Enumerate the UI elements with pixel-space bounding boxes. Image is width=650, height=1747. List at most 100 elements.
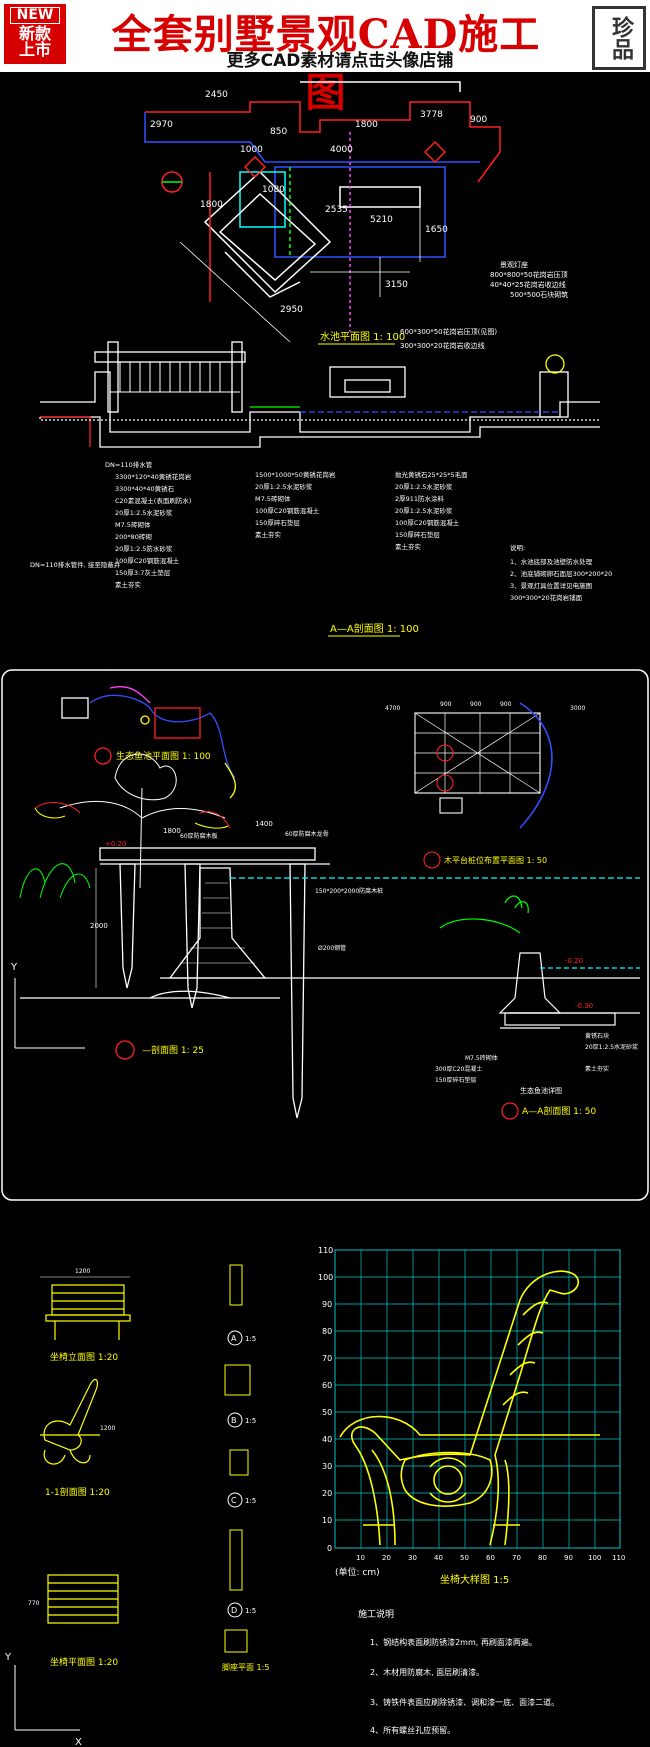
section-callouts: 600*300*50花岗岩压顶(见图) 300*300*20花岗岩收边线: [400, 327, 497, 350]
gy-6: 50: [322, 1408, 332, 1417]
dim-7: 2535: [325, 205, 348, 215]
badge-line-2: 上市: [18, 40, 51, 60]
detail-d: D: [231, 1606, 237, 1615]
gy-8: 30: [322, 1462, 332, 1471]
layer-a-1: 黄锈石块: [585, 1032, 609, 1040]
bench-note-1: 1、钢结构表面刷防锈漆2mm, 再刷面漆两遍。: [370, 1637, 537, 1647]
detail-b: B: [231, 1416, 237, 1425]
plan-note-4: 500*500石块砌筑: [510, 290, 568, 299]
dim-5: 1000: [240, 145, 263, 155]
dim-2: 2450: [205, 90, 228, 100]
gx-2: 20: [382, 1554, 391, 1562]
note-2: 2、池底铺砌卵石面层300*200*20: [510, 569, 612, 578]
notes-title: 说明:: [510, 543, 525, 552]
pp-dim-4: 900: [500, 701, 512, 708]
dim-10: 1650: [425, 225, 448, 235]
layer-r-4: 20厚1:2.5水泥砂浆: [395, 506, 453, 515]
layer-m-6: 素土夯实: [255, 530, 282, 539]
platform-section: 1800 1400 2000 60厚防腐木板 60厚防腐木龙骨 150*200*…: [20, 820, 640, 1119]
layer-l-8: 20厚1:2.5防水砂浆: [115, 544, 173, 553]
gy-2: 90: [322, 1300, 332, 1309]
bench-dim-1: 1200: [75, 1268, 90, 1275]
pipe-note: DN=110排水管件, 接至隐蔽井: [30, 560, 121, 569]
layer-l-9: 100厚C20钢筋混凝土: [115, 556, 180, 565]
grid-y-labels: 110 100 90 80 70 60 50 40 30 20 10 0: [318, 1246, 333, 1553]
dim-13: 1800: [200, 200, 223, 210]
gy-11: 0: [327, 1544, 332, 1553]
ucs-axes-icon-2: Y X: [4, 1652, 82, 1747]
gx-11: 110: [612, 1554, 625, 1562]
gy-9: 20: [322, 1489, 332, 1498]
dim-3: 850: [270, 127, 287, 137]
layers-mid: 1500*1000*50黄锈花岗岩 20厚1:2.5水泥砂浆 M7.5砖砌体 1…: [255, 470, 336, 539]
gy-4: 70: [322, 1354, 332, 1363]
section1-notes: 说明: 1、水池底部及池壁防水处理 2、池底铺砌卵石面层300*200*20 3…: [510, 543, 612, 602]
elev-1: +0.20: [105, 840, 126, 848]
section-label: A—A剖面图 1: 100: [330, 622, 419, 635]
bench-elevation: 1200 坐椅立面图 1:20: [40, 1268, 131, 1363]
pp-dim-1: 4700: [385, 705, 400, 712]
plan-notes: 景观灯座 800*800*50花岗岩压顶 40*40*25花岗岩收边线 500*…: [490, 260, 568, 299]
pp-dim-3: 900: [470, 701, 482, 708]
layer-a-4: 300厚C20混凝土: [435, 1065, 482, 1073]
pond-plan: 水池平面图 1: 100: [144, 81, 501, 345]
layer-l-5: 20厚1:2.5水泥砂浆: [115, 508, 173, 517]
detail-c: C: [231, 1496, 237, 1505]
layer-r-3: 2厚911防水涂料: [395, 494, 445, 503]
layer-m-5: 150厚碎石垫层: [255, 518, 300, 527]
layer-r-5: 100厚C20钢筋混凝土: [395, 518, 460, 527]
panel-frame: [1, 669, 649, 1201]
bench-note-2: 2、木材用防腐木, 面层刷清漆。: [370, 1667, 484, 1677]
gx-6: 60: [486, 1554, 495, 1562]
detail-b-scale: 1:5: [245, 1417, 256, 1425]
layer-l-10: 150厚3:7灰土垫层: [115, 568, 171, 577]
pond-plan-label: 生态鱼池平面图 1: 100: [116, 750, 211, 762]
layer-l-11: 素土夯实: [115, 580, 142, 589]
grid-x-labels: 10 20 30 40 50 60 70 80 90 100 110: [356, 1554, 625, 1562]
fishpond-plan: 生态鱼池平面图 1: 100: [61, 686, 237, 799]
layers-left: DN=110排水管件, 接至隐蔽井 DN=110排水管 3300*120*40黄…: [30, 460, 192, 589]
plan-note-2: 800*800*50花岗岩压顶: [490, 270, 568, 279]
gx-5: 50: [460, 1554, 469, 1562]
layer-l-4: C20素混凝土(表面刷防水): [115, 496, 191, 505]
bench-note-3: 3、铸铁件表面应刷除锈漆、调和漆一底、面漆二道。: [370, 1697, 559, 1707]
gx-1: 10: [356, 1554, 365, 1562]
bench-details: A 1:5 B 1:5 C 1:5 D 1:5 脚座平面 1:5: [222, 1264, 269, 1672]
badge-new-text: NEW: [10, 7, 60, 24]
pp-dim-2: 900: [440, 701, 452, 708]
page-title: 全套别墅景观CAD施工图: [111, 11, 541, 116]
pond-drawing-panel: 水池平面图 1: 100 2970 2450 850 1800 1000 108…: [30, 81, 612, 637]
plan-dimensions: 2970 2450 850 1800 1000 1080 2535 5210 4…: [150, 90, 487, 315]
svg-text:X: X: [75, 1737, 82, 1747]
elev-2: -0.20: [565, 957, 583, 965]
note-1: 1、水池底部及池壁防水处理: [510, 557, 593, 566]
layer-r-7: 素土夯实: [395, 542, 422, 551]
unit-label: (单位: cm): [335, 1566, 380, 1578]
section-label-11: 1-1剖面图 1:20: [45, 1486, 110, 1498]
gx-10: 100: [588, 1554, 601, 1562]
section-b-label: —剖面图 1: 25: [142, 1044, 204, 1056]
layer-a-3: M7.5砖砌体: [465, 1054, 498, 1062]
bench-note-4: 4、所有螺丝孔应预留。: [370, 1725, 455, 1735]
dim-1: 2970: [150, 120, 173, 130]
dim-11: 3150: [385, 280, 408, 290]
gy-10: 10: [322, 1516, 332, 1525]
section-a-label: A—A剖面图 1: 50: [522, 1105, 597, 1117]
layers-right: 抛光黄锈石25*25*5毛面 20厚1:2.5水泥砂浆 2厚911防水涂料 20…: [395, 470, 468, 551]
note-4: 300*300*20花岗岩铺面: [510, 593, 583, 602]
gx-8: 80: [538, 1554, 547, 1562]
platform-label: 木平台桩位布置平面图 1: 50: [444, 855, 547, 865]
gy-1: 100: [318, 1273, 333, 1282]
layer-a-2: 20厚1:2.5水泥砂浆: [585, 1043, 638, 1051]
bench-grid: 110 100 90 80 70 60 50 40 30 20 10 0 10 …: [318, 1246, 625, 1586]
callout-top-2: 300*300*20花岗岩收边线: [400, 341, 485, 350]
layer-a-6: 素土夯实: [585, 1065, 609, 1073]
layer-m-4: 100厚C20钢筋混凝土: [255, 506, 320, 515]
dim-8: 5210: [370, 215, 393, 225]
dim-4: 1800: [355, 120, 378, 130]
layer-a-5: 150厚碎石垫层: [435, 1076, 476, 1084]
dim-2000: 2000: [90, 922, 108, 930]
bench-detail-panel: 1200 坐椅立面图 1:20 1200 1-1剖面图 1:20 770 坐椅平…: [4, 1246, 625, 1747]
layer-m-3: M7.5砖砌体: [255, 494, 291, 503]
layer-l-3: 3300*40*40黄锈石: [115, 484, 175, 493]
